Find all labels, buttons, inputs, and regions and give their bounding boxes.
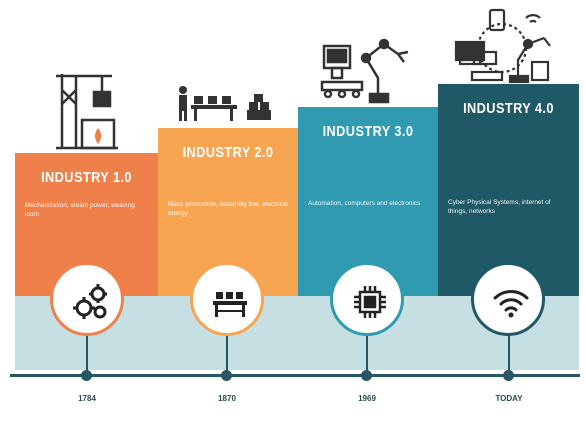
stage-title: INDUSTRY 2.0 — [182, 144, 274, 161]
timeline-stem — [508, 320, 510, 376]
stage-description: Automation, computers and electronics — [308, 200, 421, 207]
timeline-year: TODAY — [495, 394, 523, 403]
stage-1-icon-circle — [50, 262, 124, 336]
stage-title: INDUSTRY 4.0 — [463, 100, 554, 117]
stage-title: INDUSTRY 1.0 — [41, 169, 132, 186]
stage-4-icon-circle — [471, 262, 545, 336]
timeline-marker — [81, 370, 92, 381]
timeline-year: 1969 — [358, 394, 376, 403]
timeline-year: 1870 — [218, 394, 236, 403]
stage-3-icon-circle — [330, 262, 404, 336]
oil-pump-icon — [56, 74, 118, 150]
timeline-marker — [221, 370, 232, 381]
stage-description: Mechanization, steam power, weaving loom — [25, 202, 135, 218]
timeline-marker — [503, 370, 514, 381]
stage-description: Mass production, assembly line, electric… — [168, 201, 288, 217]
stage-description: Cyber Physical Systems, internet of thin… — [448, 199, 551, 215]
stage-2-icon-circle — [190, 262, 264, 336]
microchip-icon — [354, 286, 386, 318]
robot-arm-icon — [320, 38, 409, 104]
timeline-stem — [226, 320, 228, 376]
assembly-line-icon — [213, 292, 247, 317]
stage-title: INDUSTRY 3.0 — [322, 123, 414, 140]
timeline-marker — [361, 370, 372, 381]
connected-devices-icon — [454, 8, 551, 84]
workers-assembly-icon — [179, 86, 271, 121]
gears-icon — [73, 284, 107, 319]
timeline-axis — [10, 374, 580, 377]
wifi-icon — [493, 290, 529, 318]
timeline-year: 1784 — [78, 394, 96, 403]
timeline-stem — [366, 320, 368, 376]
timeline-stem — [86, 320, 88, 376]
